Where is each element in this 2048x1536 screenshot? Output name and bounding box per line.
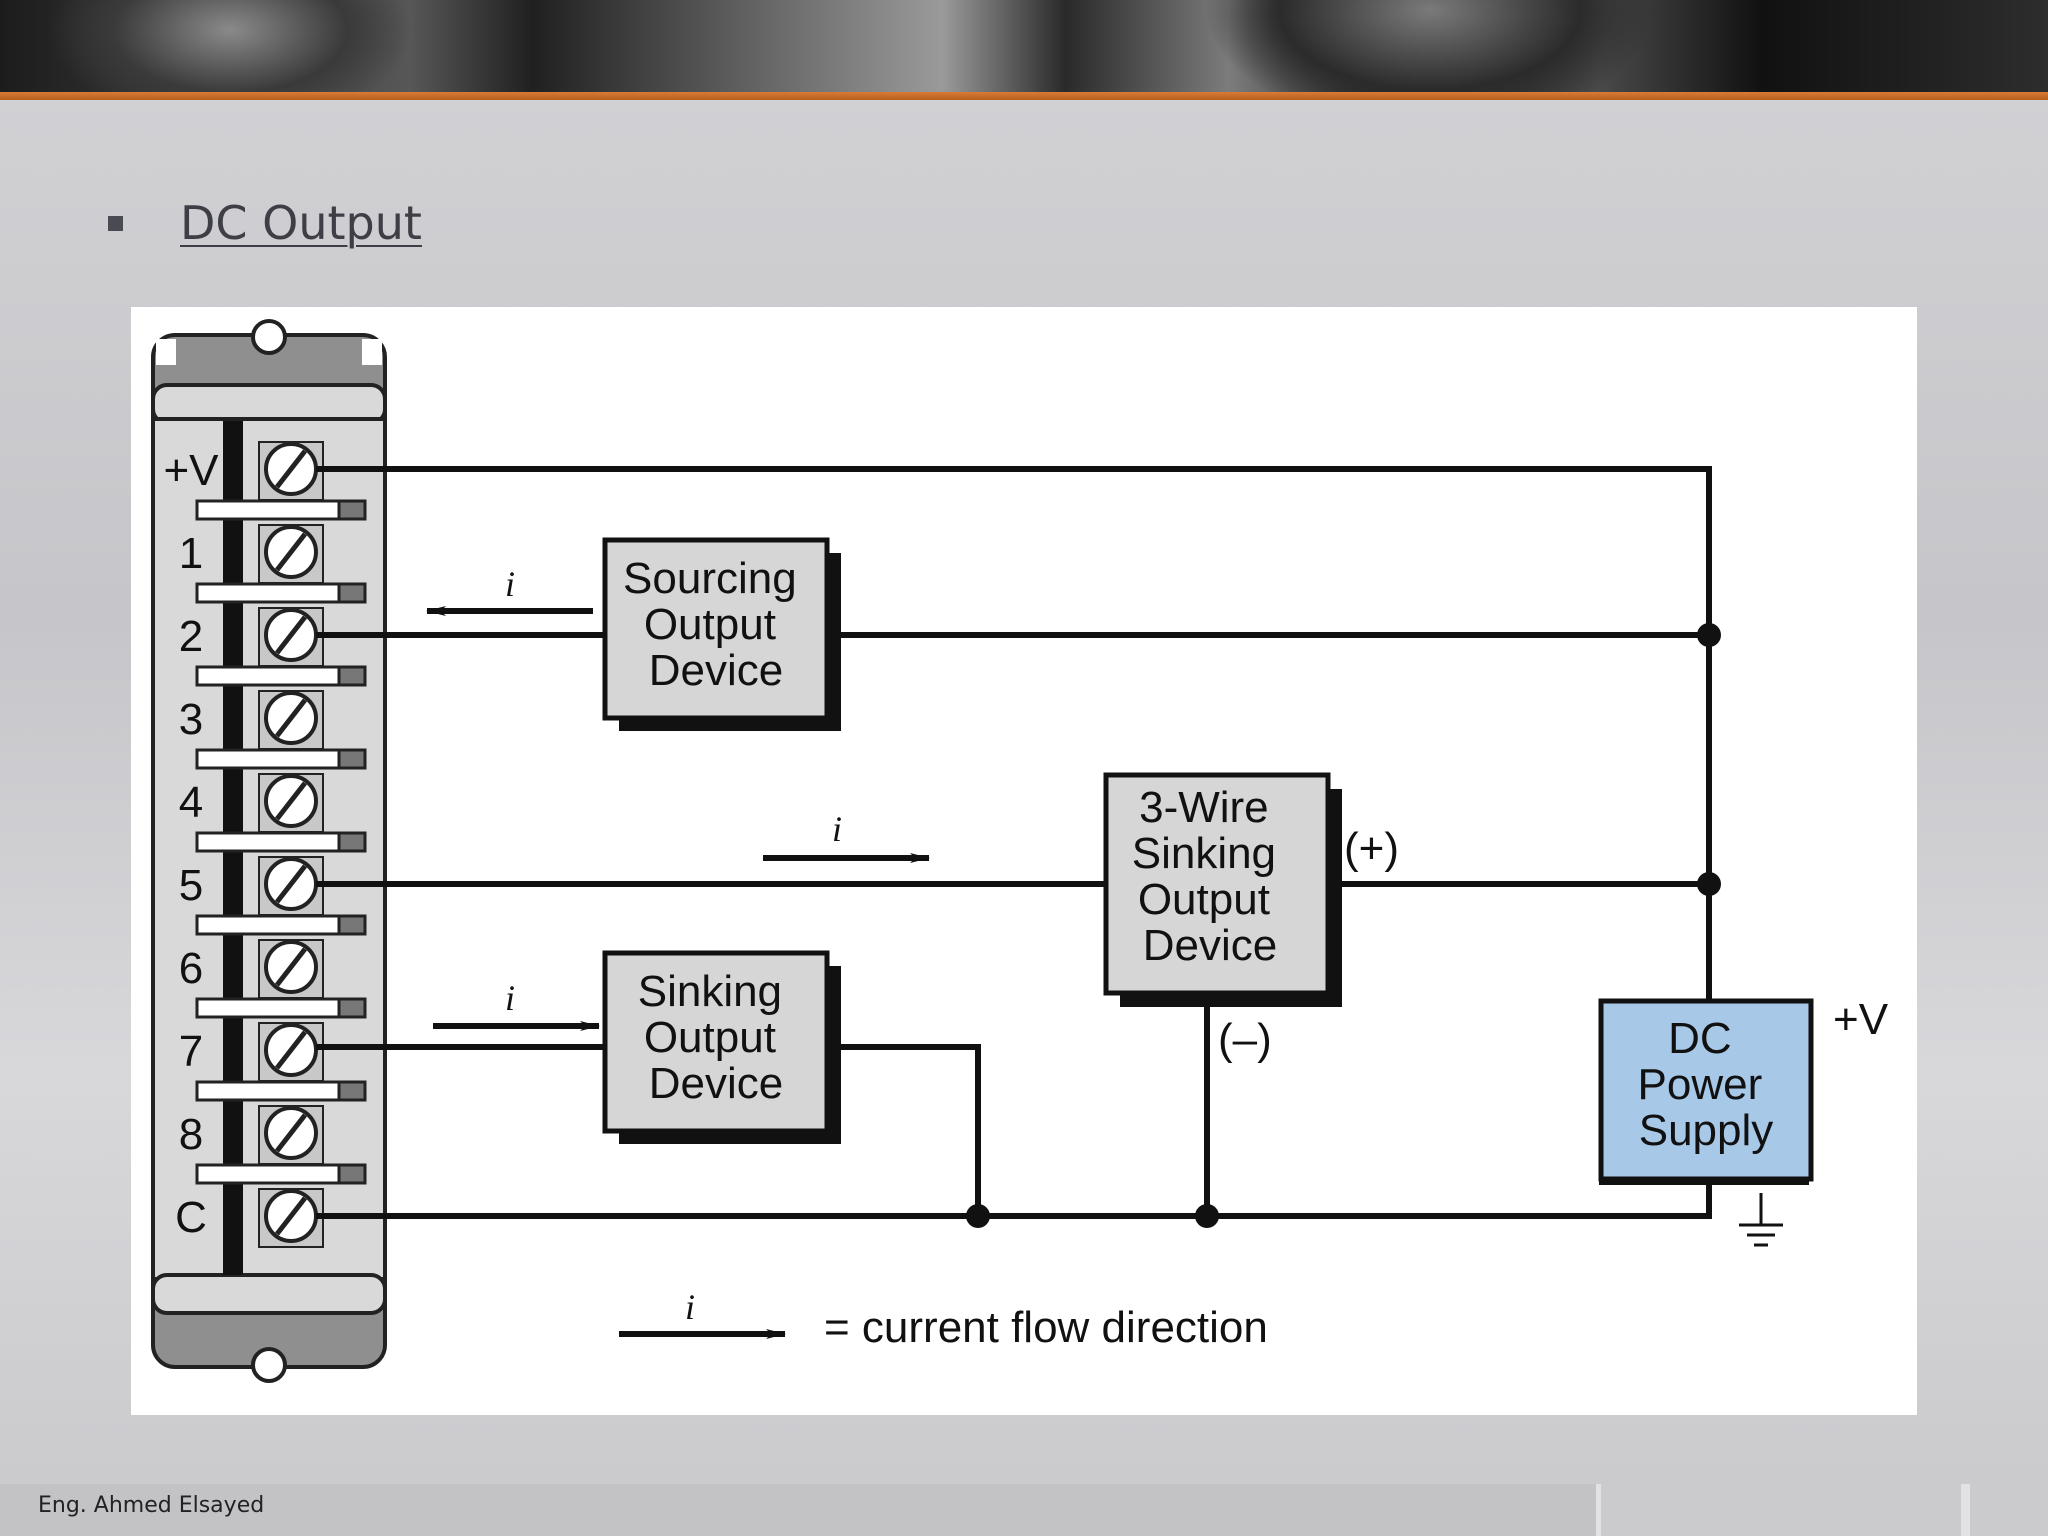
current-symbol-legend: i xyxy=(685,1287,695,1327)
three-wire-label-line3: Output xyxy=(1138,875,1270,924)
screw-terminal-c-icon xyxy=(258,1188,324,1248)
sourcing-device-label-line2: Output xyxy=(644,600,776,649)
terminal-label-6: 6 xyxy=(179,944,203,993)
screw-terminal-7-icon xyxy=(258,1022,324,1082)
power-supply-label-line1: DC xyxy=(1668,1014,1732,1063)
screw-terminal-4-icon xyxy=(258,773,324,833)
header-banner-image xyxy=(0,0,2048,92)
header-accent-rule xyxy=(0,92,2048,100)
screw-terminal-5-icon xyxy=(258,856,324,916)
terminal-label-3: 3 xyxy=(179,695,203,744)
ground-icon xyxy=(1739,1193,1783,1247)
screw-terminal-6-icon xyxy=(258,939,324,999)
sourcing-device-label-line3: Device xyxy=(649,646,784,695)
terminal-label-1: 1 xyxy=(179,529,203,578)
sinking-device-label-line3: Device xyxy=(649,1059,784,1108)
junction-dots xyxy=(966,623,1721,1228)
supply-positive-label: +V xyxy=(1833,995,1889,1044)
terminal-label-plus-v: +V xyxy=(163,446,219,495)
footer-date-box xyxy=(1596,1484,1966,1536)
dc-power-supply: DC Power Supply xyxy=(1598,998,1814,1185)
sourcing-output-device: Sourcing Output Device xyxy=(602,537,841,731)
terminal-label-7: 7 xyxy=(179,1027,203,1076)
svg-text:Sinking Output: Sinking Output Device xyxy=(638,967,795,1108)
wire-plus-v-rail xyxy=(316,466,1712,1001)
wire-sinking-to-common xyxy=(827,1044,981,1216)
screw-terminal-plus-v-icon xyxy=(258,441,324,501)
junction-dot xyxy=(1697,623,1721,647)
svg-text:3-Wire Sinking: 3-Wire Sinking Output Device xyxy=(1132,783,1289,970)
junction-dot xyxy=(1195,1204,1219,1228)
screw-terminal-1-icon xyxy=(258,524,324,584)
current-symbol-sinking: i xyxy=(505,978,515,1018)
screw-terminal-3-icon xyxy=(258,690,324,750)
current-arrows xyxy=(426,606,930,1339)
footer-author: Eng. Ahmed Elsayed xyxy=(38,1493,265,1518)
wiring-diagram: +V 1 2 3 4 5 6 7 8 C xyxy=(131,307,1917,1415)
power-supply-label-line3: Supply xyxy=(1639,1106,1774,1155)
plus-terminal-label: (+) xyxy=(1344,824,1399,873)
legend-text: = current flow direction xyxy=(824,1303,1268,1352)
wires xyxy=(316,466,1712,1219)
wire-common-rail xyxy=(316,1179,1712,1219)
sourcing-device-label-line1: Sourcing xyxy=(623,554,797,603)
bullet-marker xyxy=(108,216,123,231)
power-supply-label-line2: Power xyxy=(1638,1060,1763,1109)
terminal-label-5: 5 xyxy=(179,861,203,910)
svg-text:DC Power Suppl: DC Power Supply xyxy=(1638,1014,1775,1155)
terminal-label-2: 2 xyxy=(179,612,203,661)
minus-terminal-label: (–) xyxy=(1218,1015,1272,1064)
sinking-device-label-line2: Output xyxy=(644,1013,776,1062)
slide-heading: DC Output xyxy=(180,196,422,250)
screw-terminal-2-icon xyxy=(258,607,324,667)
three-wire-sinking-output-device: 3-Wire Sinking Output Device xyxy=(1103,772,1342,1007)
terminal-label-4: 4 xyxy=(179,778,203,827)
junction-dot xyxy=(966,1204,990,1228)
screw-terminal-8-icon xyxy=(258,1105,324,1165)
junction-dot xyxy=(1697,872,1721,896)
three-wire-label-line1: 3-Wire xyxy=(1139,783,1269,832)
current-symbol-three-wire: i xyxy=(832,809,842,849)
screw-terminals xyxy=(258,441,324,1248)
sinking-output-device: Sinking Output Device xyxy=(602,950,841,1144)
current-symbol-sourcing: i xyxy=(505,564,515,604)
terminal-label-8: 8 xyxy=(179,1110,203,1159)
sinking-device-label-line1: Sinking xyxy=(638,967,782,1016)
terminal-labels: +V 1 2 3 4 5 6 7 8 C xyxy=(163,446,219,1242)
svg-text:Sourcing Output: Sourcing Output Device xyxy=(623,554,809,695)
terminal-label-c: C xyxy=(175,1193,207,1242)
footer-page-box xyxy=(1966,1484,2048,1536)
three-wire-label-line2: Sinking xyxy=(1132,829,1276,878)
three-wire-label-line4: Device xyxy=(1143,921,1278,970)
